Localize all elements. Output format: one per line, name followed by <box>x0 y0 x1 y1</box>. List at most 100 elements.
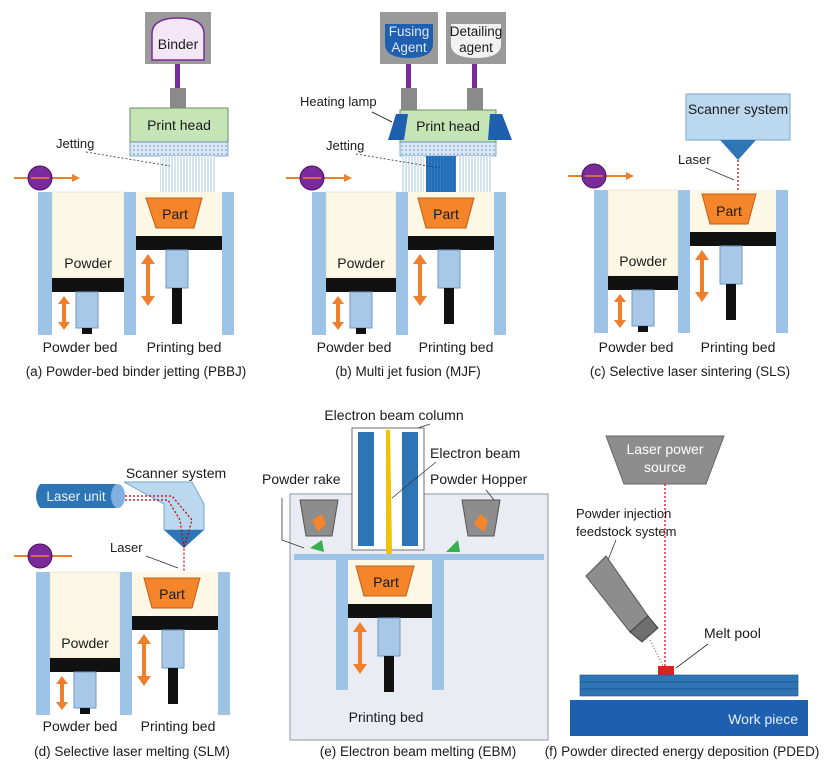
mjf-powder-piston-rod <box>356 328 366 334</box>
right-heating-lamp <box>488 114 512 140</box>
slm-laser-pointer <box>145 555 179 569</box>
panel-d: Laser unit Scanner system Laser Powder P… <box>14 465 230 759</box>
mjf-powder-area <box>325 191 397 279</box>
scanner-nozzle <box>720 140 756 160</box>
left-hopper-outlet <box>312 514 326 532</box>
sls-right-wall <box>776 190 788 333</box>
sls-printing-bed-plate <box>690 232 776 246</box>
laser-source-label-1: Laser power <box>626 441 703 457</box>
ebm-printing-bed-label: Printing bed <box>349 709 424 725</box>
mjf-powder-piston <box>349 291 373 329</box>
slm-powder-label: Powder <box>61 635 109 651</box>
melt-pool-pointer <box>675 643 709 669</box>
printing-bed-plate <box>136 236 222 250</box>
slm-left-wall <box>36 572 50 715</box>
injection-pointer <box>607 539 617 561</box>
powder-stream <box>649 639 665 669</box>
binder-feed-tube <box>175 64 180 88</box>
left-rake <box>310 540 324 552</box>
mjf-printing-bed-plate <box>408 236 494 250</box>
electron-beam-label: Electron beam <box>430 445 520 461</box>
part-label: Part <box>162 206 188 222</box>
heating-lamp-label: Heating lamp <box>300 94 377 109</box>
slm-build-piston-rod <box>168 668 178 704</box>
sls-part-shape <box>701 193 757 225</box>
detailing-agent-container <box>451 24 501 58</box>
laser-unit-lens <box>111 484 125 508</box>
caption-a: (a) Powder-bed binder jetting (PBBJ) <box>26 364 247 379</box>
mjf-left-wall <box>312 192 326 335</box>
injection-nozzle-tip <box>629 615 659 643</box>
injection-label-2: feedstock system <box>576 524 676 539</box>
print-head-label: Print head <box>147 117 211 133</box>
mjf-nozzle-plate <box>399 141 497 157</box>
build-piston-rod <box>172 288 182 324</box>
laser-label: Laser <box>678 152 711 167</box>
slm-scanner-label: Scanner system <box>126 465 226 481</box>
slm-scanner-nozzle <box>164 530 204 548</box>
slm-part-label: Part <box>159 586 185 602</box>
panel-f: Laser power source Powder injection feed… <box>545 435 819 759</box>
sls-powder-piston-rod <box>638 326 648 332</box>
ebm-part-shape <box>355 565 415 597</box>
scanner-label: Scanner system <box>688 101 788 117</box>
mjf-roller-arrow-icon <box>344 174 352 182</box>
detailing-agent-label-2: agent <box>459 40 493 55</box>
slm-powder-bed-plate <box>50 658 120 672</box>
mjf-powder-bed-move-icon <box>332 296 344 330</box>
laser-unit-label: Laser unit <box>46 489 106 504</box>
build-platform-top <box>294 554 544 560</box>
slm-build-piston <box>161 629 185 669</box>
column-coil-left <box>358 432 374 546</box>
mjf-powder-label: Powder <box>337 255 385 271</box>
right-rake <box>446 540 460 552</box>
powder-bed-move-icon <box>58 296 70 330</box>
laser-source-label-2: source <box>644 459 686 475</box>
mjf-printing-bed-label: Printing bed <box>419 339 494 355</box>
sls-powder-label: Powder <box>619 253 667 269</box>
slm-middle-wall <box>120 572 132 715</box>
sls-left-wall <box>594 190 608 333</box>
mjf-part-label: Part <box>433 206 459 222</box>
ebm-build-piston-rod <box>384 656 394 692</box>
panel-a: Binder Print head Jetting Powder Part <box>14 12 246 379</box>
melt-pool-label: Melt pool <box>704 625 761 641</box>
slm-laser-beam <box>125 495 193 578</box>
work-piece <box>570 700 808 736</box>
slm-printing-bed-move-icon <box>137 634 151 686</box>
panel-c: Scanner system Laser Powder Part Powder … <box>568 93 791 379</box>
detailing-valve <box>467 88 483 110</box>
powder-area <box>51 191 125 279</box>
mjf-middle-wall <box>396 192 408 335</box>
slm-part-shape <box>143 577 201 609</box>
fusing-feed-tube <box>406 64 411 88</box>
mjf-jetting-label: Jetting <box>326 138 364 153</box>
mjf-print-head-label: Print head <box>416 118 480 134</box>
column-label: Electron beam column <box>324 407 463 423</box>
scanner-box <box>685 93 791 141</box>
sls-printing-bed-label: Printing bed <box>701 339 776 355</box>
binder-label: Binder <box>158 36 199 52</box>
fusing-agent-container <box>385 24 433 58</box>
left-heating-lamp <box>388 114 408 140</box>
laser-power-source <box>605 435 725 485</box>
ebm-left-wall <box>336 560 348 690</box>
slm-scanner-box <box>123 481 205 531</box>
slm-laser-beam-2 <box>125 499 185 549</box>
caption-c: (c) Selective laser sintering (SLS) <box>590 364 790 379</box>
powder-piston <box>75 291 99 329</box>
sls-build-piston-rod <box>726 284 736 320</box>
build-piston <box>165 249 189 289</box>
sls-roller-arrow-icon <box>626 172 634 180</box>
panel-e: Electron beam column Electron beam Powde… <box>262 407 549 759</box>
powder-rake-label: Powder rake <box>262 471 341 487</box>
print-head <box>129 107 229 143</box>
sls-powder-bed-plate <box>608 276 678 290</box>
printing-bed-move-icon <box>141 254 155 306</box>
fusing-agent-label-2: Agent <box>391 40 427 55</box>
electron-beam <box>386 430 392 578</box>
mjf-build-piston-rod <box>444 288 454 324</box>
part-shape <box>145 197 203 229</box>
binder-container <box>151 17 205 61</box>
